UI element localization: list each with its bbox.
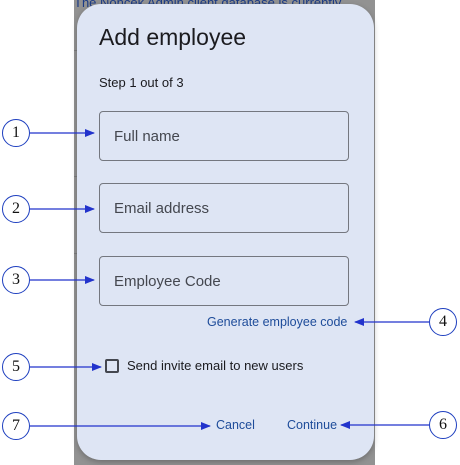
add-employee-dialog: Add employee Step 1 out of 3 Generate em… [77,4,374,460]
email-address-input[interactable] [99,183,349,233]
callout-2-badge: 2 [2,195,30,223]
callout-6-badge: 6 [429,411,457,439]
backdrop-divider [74,176,79,177]
step-indicator: Step 1 out of 3 [99,75,184,90]
callout-5-badge: 5 [2,353,30,381]
callout-4-badge: 4 [429,308,457,336]
backdrop-divider [74,253,79,254]
callout-3-badge: 3 [2,266,30,294]
employee-code-input[interactable] [99,256,349,306]
send-invite-option[interactable]: Send invite email to new users [105,358,303,373]
callout-1-badge: 1 [2,119,30,147]
send-invite-label: Send invite email to new users [127,358,304,373]
callout-7-badge: 7 [2,412,30,440]
generate-employee-code-link[interactable]: Generate employee code [207,315,348,329]
continue-button[interactable]: Continue [287,418,338,432]
send-invite-checkbox[interactable] [105,358,119,373]
backdrop-divider [74,50,79,51]
cancel-button[interactable]: Cancel [216,418,255,432]
dialog-title: Add employee [99,24,247,50]
full-name-input[interactable] [99,111,349,161]
